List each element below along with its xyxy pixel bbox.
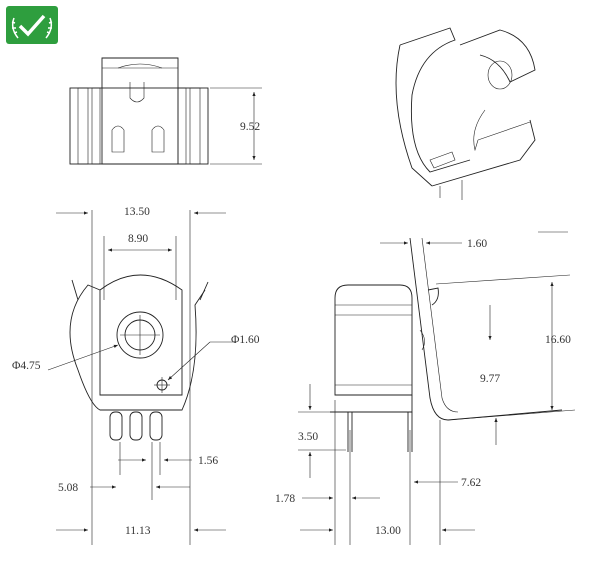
dim-base-width: 11.13 xyxy=(125,525,151,537)
dim-height-top: 9.52 xyxy=(240,121,260,133)
dim-hole-small: Φ1.60 xyxy=(231,334,260,346)
dim-hole-large: Φ4.75 xyxy=(12,360,41,372)
dim-pin-length: 3.50 xyxy=(298,431,318,443)
dim-clip-height: 16.60 xyxy=(545,334,571,346)
dim-side-width: 13.00 xyxy=(375,525,401,537)
dim-pin-spacing-side: 7.62 xyxy=(461,477,481,489)
front-view xyxy=(47,210,236,545)
dim-pin-width: 1.56 xyxy=(198,455,218,467)
check-laurel-icon xyxy=(11,14,53,39)
dim-inner-width: 8.90 xyxy=(128,233,148,245)
brand-logo xyxy=(6,6,58,44)
side-view xyxy=(298,231,576,545)
dim-inner-height: 9.77 xyxy=(480,373,500,385)
top-view xyxy=(69,57,262,165)
isometric-view xyxy=(395,27,536,200)
dim-outer-width: 13.50 xyxy=(124,206,150,218)
dim-thickness: 1.60 xyxy=(467,238,487,250)
dim-pin-pitch: 5.08 xyxy=(58,482,78,494)
dim-pin-offset: 1.78 xyxy=(275,493,295,505)
